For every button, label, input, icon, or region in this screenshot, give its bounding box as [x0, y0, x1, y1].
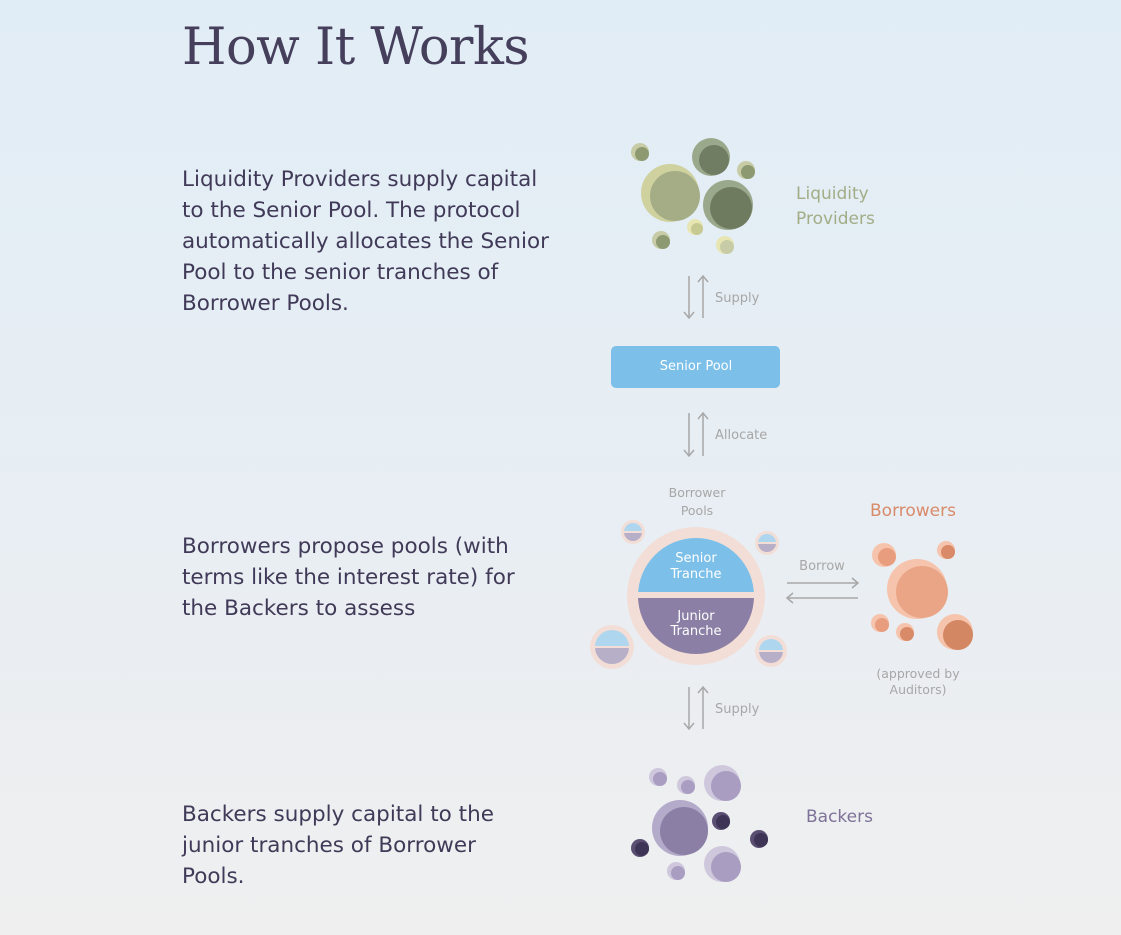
page-title: How It Works [182, 18, 530, 77]
borrowers-description: Borrowers propose pools (with terms like… [182, 534, 515, 621]
senior-pool-box [611, 346, 780, 388]
senior-tranche-label-line2: Tranche [670, 567, 722, 582]
liquidity-providers-label-line2: Providers [796, 209, 875, 229]
borrowers-label: Borrowers [870, 501, 956, 521]
borrower-pools-label-line1: Borrower [669, 485, 727, 500]
supply-label-bottom: Supply [715, 702, 760, 717]
liquidity-providers-description: Liquidity Providers supply capital to th… [182, 167, 549, 316]
supply-arrow-top [683, 274, 709, 320]
liquidity-providers-label-line1: Liquidity [796, 184, 869, 204]
allocate-arrow [683, 411, 709, 458]
supply-arrow-bottom [683, 685, 709, 731]
senior-pool-label: Senior Pool [660, 359, 732, 374]
borrower-pool-main [627, 527, 765, 665]
allocate-label: Allocate [715, 428, 767, 443]
borrow-label: Borrow [799, 559, 845, 574]
junior-tranche-label-line1: Junior [676, 609, 715, 624]
supply-label-top: Supply [715, 291, 760, 306]
borrowers-cluster [871, 541, 973, 650]
satellite-pool-3 [590, 625, 634, 669]
junior-tranche-label-line2: Tranche [670, 624, 722, 639]
backers-description: Backers supply capital to the junior tra… [182, 802, 494, 889]
borrower-pools-label-line2: Pools [681, 503, 713, 518]
satellite-pool-4 [755, 635, 787, 667]
satellite-pool-2 [755, 531, 779, 555]
backers-cluster [631, 765, 768, 882]
borrow-arrow [785, 577, 860, 604]
backers-label: Backers [806, 807, 873, 827]
senior-tranche-label-line1: Senior [675, 551, 717, 566]
liquidity-providers-cluster [631, 138, 755, 254]
auditors-note-line2: Auditors) [890, 682, 947, 697]
satellite-pool-1 [621, 520, 645, 544]
auditors-note-line1: (approved by [876, 666, 960, 681]
